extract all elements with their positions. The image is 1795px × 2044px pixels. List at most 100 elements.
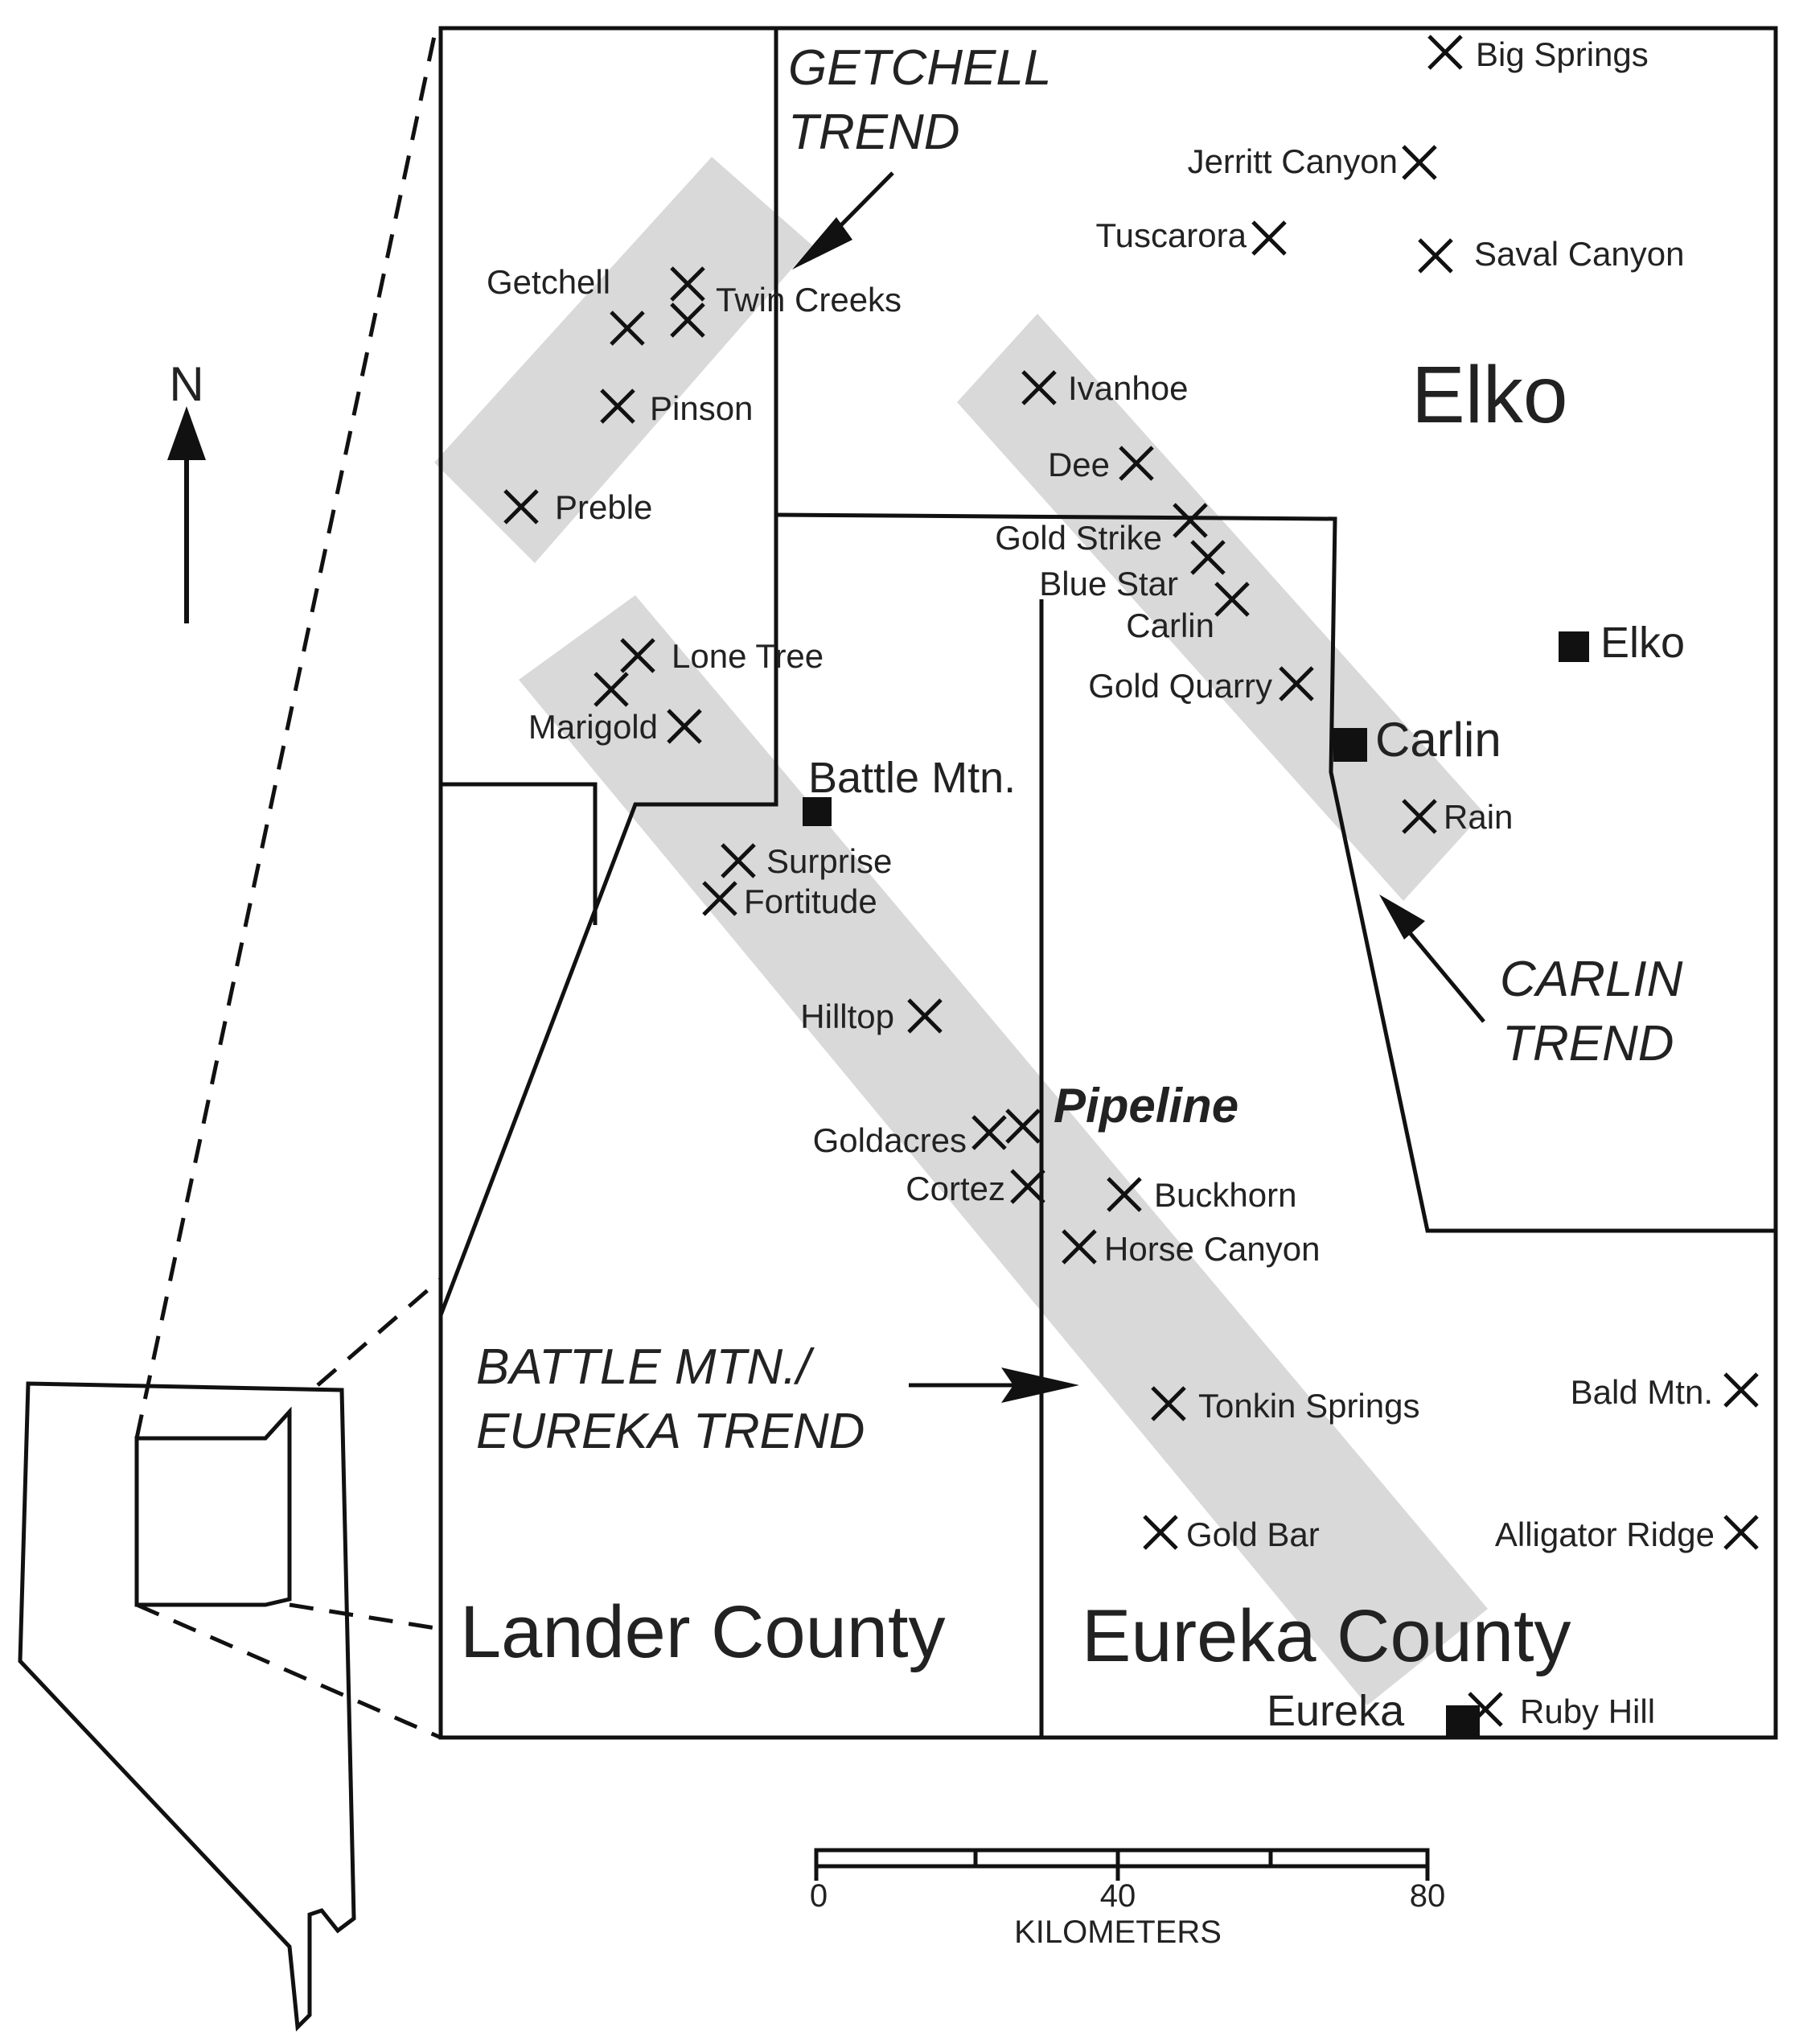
- humboldt-boundary: [438, 28, 778, 1316]
- inset-connector-1: [134, 35, 437, 1439]
- mine-label-jerritt-canyon: Jerritt Canyon: [1188, 142, 1398, 180]
- battle-eureka-trend-label-2: EUREKA TREND: [476, 1404, 865, 1459]
- getchell-trend-label-2: TREND: [788, 105, 960, 160]
- mine-labels: Big Springs Jerritt Canyon Tuscarora Sav…: [487, 35, 1715, 1730]
- mine-marker: [1427, 35, 1463, 70]
- mine-marker: [702, 881, 737, 916]
- towns: Battle Mtn. Elko Carlin Eureka: [803, 619, 1685, 1739]
- inset-connector-4: [135, 1602, 442, 1740]
- mine-markers: [503, 35, 1759, 1727]
- mine-marker: [1143, 1515, 1178, 1550]
- mine-marker: [1005, 1108, 1041, 1144]
- mine-marker: [721, 843, 756, 878]
- mine-label-twin-creeks: Twin Creeks: [716, 281, 902, 319]
- mine-label-carlin-mine: Carlin: [1126, 607, 1214, 644]
- inset-study-area: [134, 1406, 292, 1607]
- mine-marker: [1402, 145, 1437, 180]
- scale-bar: 0 40 80 KILOMETERS: [810, 1848, 1446, 1950]
- mine-label-ruby-hill: Ruby Hill: [1520, 1692, 1655, 1730]
- mine-label-hilltop: Hilltop: [800, 997, 894, 1035]
- north-arrow: N: [167, 357, 206, 623]
- county-labels: Elko Lander County Eureka County: [460, 350, 1571, 1677]
- north-label: N: [169, 357, 203, 411]
- mine-marker: [670, 302, 705, 338]
- mine-label-gold-strike: Gold Strike: [995, 519, 1162, 557]
- nevada-inset: [18, 35, 442, 2032]
- carlin-trend-belt: [957, 314, 1484, 901]
- town-marker-elko: [1559, 631, 1589, 662]
- battle-eureka-trend-label-1: BATTLE MTN./: [476, 1339, 815, 1395]
- mine-marker: [1214, 582, 1250, 617]
- scale-unit-label: KILOMETERS: [1014, 1914, 1222, 1950]
- town-marker-carlin: [1333, 728, 1367, 762]
- scale-tick-80: 80: [1410, 1878, 1446, 1914]
- mine-label-big-springs: Big Springs: [1476, 35, 1649, 73]
- mine-label-saval-canyon: Saval Canyon: [1474, 235, 1685, 273]
- getchell-trend-belt: [434, 157, 812, 563]
- mine-marker: [594, 672, 629, 707]
- nevada-outline: [18, 1381, 356, 2032]
- mine-marker: [1119, 446, 1154, 481]
- inset-connector-2: [316, 1277, 442, 1387]
- mine-label-gold-quarry: Gold Quarry: [1088, 667, 1272, 705]
- mine-label-tuscarora: Tuscarora: [1095, 216, 1247, 254]
- mine-marker: [1251, 220, 1287, 256]
- mine-marker: [620, 638, 655, 673]
- getchell-trend-label-1: GETCHELL: [788, 40, 1051, 96]
- mine-label-tonkin-springs: Tonkin Springs: [1198, 1387, 1419, 1425]
- mine-label-pipeline: Pipeline: [1054, 1079, 1238, 1133]
- elko-south-boundary: [775, 512, 1776, 1233]
- mine-marker: [1468, 1692, 1503, 1727]
- mine-marker: [1107, 1177, 1142, 1212]
- mine-marker: [1190, 540, 1226, 575]
- mine-label-bald-mtn: Bald Mtn.: [1571, 1373, 1713, 1411]
- scale-tick-40: 40: [1100, 1878, 1136, 1914]
- scale-tick-0: 0: [810, 1878, 828, 1914]
- mine-marker: [1173, 503, 1208, 538]
- trend-arrows: [792, 171, 1485, 1403]
- mine-label-cortez: Cortez: [906, 1170, 1005, 1207]
- mine-label-rain: Rain: [1444, 798, 1513, 836]
- battle-eureka-trend-belt: [519, 595, 1488, 1705]
- map-frame: [438, 26, 1778, 1740]
- mine-marker: [670, 266, 705, 302]
- mine-marker: [503, 489, 539, 524]
- mine-label-surprise: Surprise: [766, 842, 892, 880]
- mine-marker: [1402, 799, 1437, 834]
- mine-marker: [971, 1115, 1007, 1150]
- mine-label-pinson: Pinson: [650, 389, 753, 427]
- town-label-eureka: Eureka: [1267, 1687, 1405, 1735]
- county-label-lander: Lander County: [460, 1591, 946, 1673]
- mine-label-getchell: Getchell: [487, 263, 610, 301]
- trend-belts: [434, 157, 1488, 1705]
- mine-marker: [907, 998, 943, 1034]
- mine-label-dee: Dee: [1048, 446, 1110, 483]
- mine-label-buckhorn: Buckhorn: [1154, 1176, 1296, 1214]
- carlin-trend-label-2: TREND: [1502, 1016, 1674, 1071]
- mine-label-fortitude: Fortitude: [744, 882, 877, 920]
- mine-marker: [1723, 1372, 1759, 1408]
- mine-label-marigold: Marigold: [528, 708, 658, 746]
- trend-labels: GETCHELL TREND CARLIN TREND BATTLE MTN./…: [476, 40, 1683, 1459]
- mine-label-alligator-ridge: Alligator Ridge: [1495, 1516, 1715, 1553]
- mine-label-goldacres: Goldacres: [813, 1121, 967, 1159]
- inset-connector-3: [289, 1602, 442, 1631]
- lander-north-boundary: [441, 782, 598, 925]
- mine-marker: [610, 311, 645, 346]
- mine-label-gold-bar: Gold Bar: [1186, 1516, 1320, 1553]
- mine-marker: [667, 709, 702, 744]
- town-label-carlin: Carlin: [1375, 713, 1501, 767]
- carlin-trend-label-1: CARLIN: [1500, 952, 1683, 1007]
- mine-marker: [600, 389, 635, 424]
- mine-label-preble: Preble: [555, 488, 652, 526]
- county-label-eureka: Eureka County: [1082, 1595, 1571, 1677]
- mine-marker: [1418, 238, 1453, 273]
- mine-marker: [1010, 1169, 1045, 1204]
- mine-marker: [1062, 1229, 1097, 1265]
- town-label-elko: Elko: [1600, 619, 1685, 667]
- mine-marker: [1021, 370, 1057, 405]
- mine-label-horse-canyon: Horse Canyon: [1104, 1230, 1320, 1268]
- town-marker-battle-mtn: [803, 797, 832, 826]
- county-label-elko: Elko: [1411, 350, 1568, 440]
